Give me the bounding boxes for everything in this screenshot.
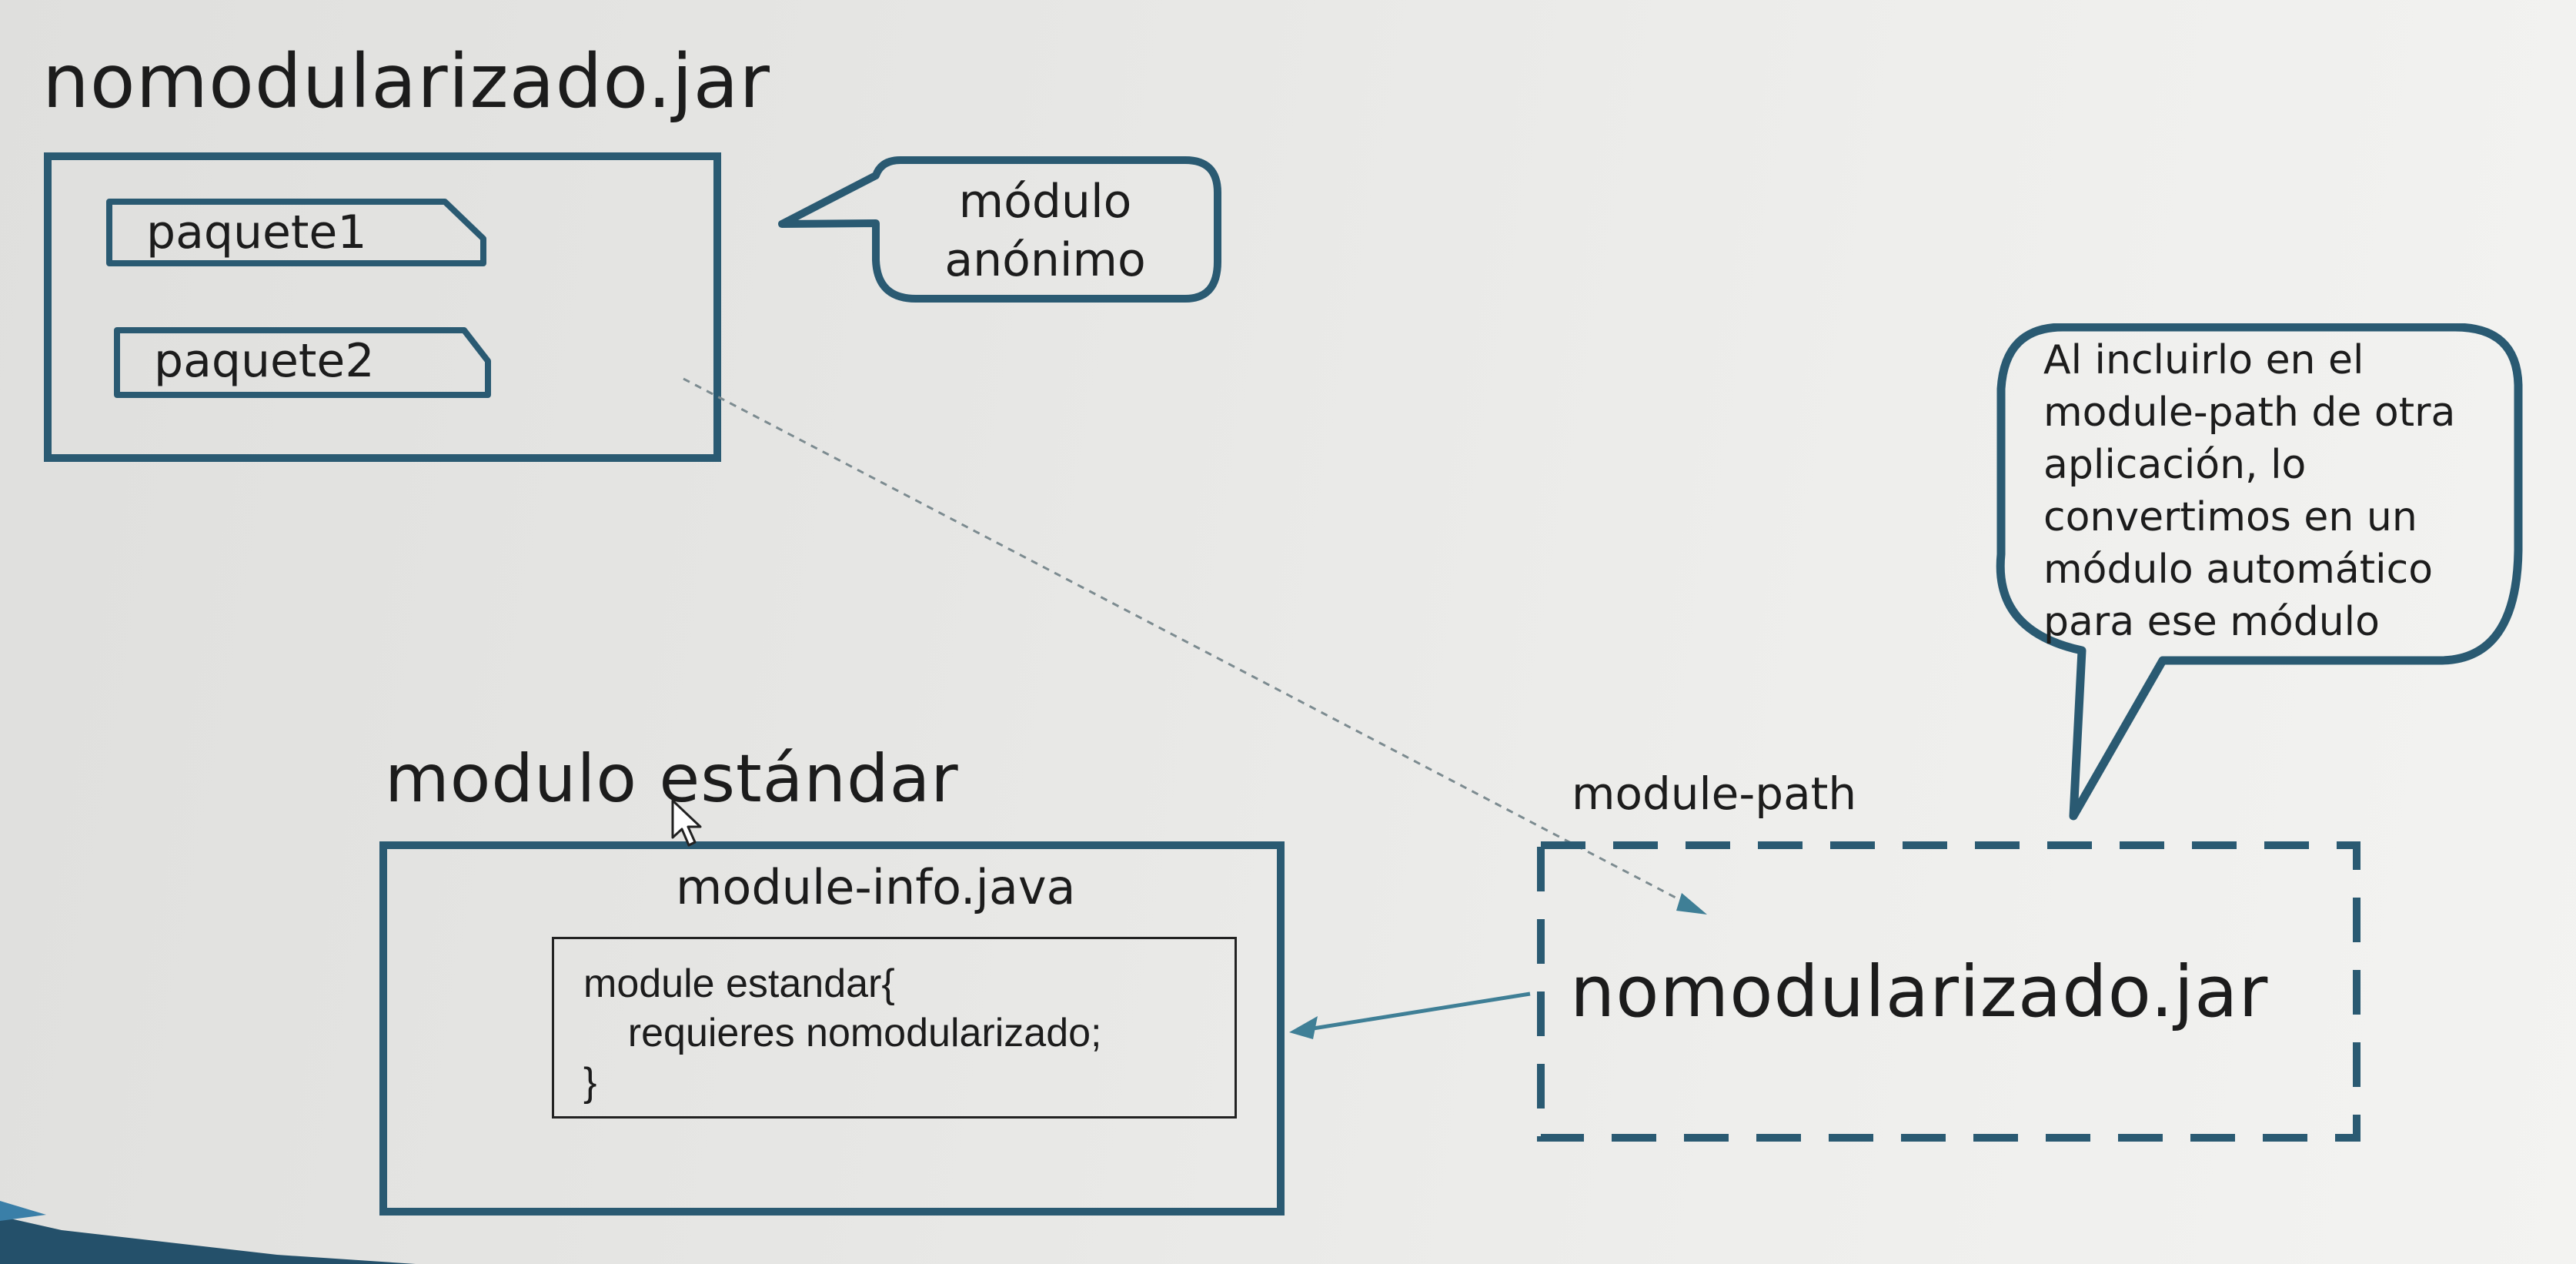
package-tag-shape [114, 327, 491, 398]
anonymous-bubble-text: módulo anónimo [876, 172, 1214, 289]
automatic-bubble-line: Al incluirlo en el [2043, 337, 2364, 383]
module-info-code-box: module estandar{ requieres nomodularizad… [552, 937, 1237, 1119]
anonymous-speech-bubble [778, 156, 1221, 303]
anonymous-jar-box [44, 152, 721, 462]
requires-arrowhead [1289, 1016, 1318, 1039]
automatic-bubble-line: módulo automático [2043, 547, 2434, 593]
code-line: requieres nomodularizado; [583, 1011, 1102, 1055]
automatic-bubble-line: aplicación, lo [2043, 442, 2307, 488]
automatic-bubble-line: convertimos en un [2043, 494, 2417, 540]
slide-corner-decoration [0, 1201, 416, 1264]
module-path-jar-label: nomodularizado.jar [1570, 951, 2269, 1033]
code-line: module estandar{ [583, 961, 895, 1006]
standard-module-title: modulo estándar [385, 741, 959, 818]
module-path-dashed-box [1537, 841, 2360, 1142]
package-tag-shape [106, 199, 486, 266]
automatic-speech-bubble [1996, 323, 2523, 821]
automatic-bubble-line: para ese módulo [2043, 599, 2380, 645]
move-jar-arrowhead [1676, 893, 1707, 915]
module-info-label: module-info.java [676, 859, 1076, 915]
package-tag-2: paquete2 [114, 327, 491, 398]
automatic-bubble-text: Al incluirlo en el module-path de otra a… [2043, 334, 2455, 648]
mouse-cursor-icon [671, 799, 702, 847]
move-jar-dotted-line [683, 377, 1694, 908]
package-label-1: paquete1 [146, 206, 367, 259]
requires-arrow-line [1308, 991, 1531, 1032]
anonymous-bubble-line: módulo [958, 175, 1132, 229]
package-tag-1: paquete1 [106, 199, 487, 266]
module-path-label: module-path [1572, 767, 1857, 820]
standard-module-box [379, 841, 1285, 1216]
anonymous-bubble-line: anónimo [944, 233, 1146, 287]
automatic-bubble-line: module-path de otra [2043, 390, 2456, 436]
top-jar-title: nomodularizado.jar [42, 38, 770, 125]
code-line: } [583, 1060, 597, 1105]
package-label-2: paquete2 [154, 334, 375, 388]
